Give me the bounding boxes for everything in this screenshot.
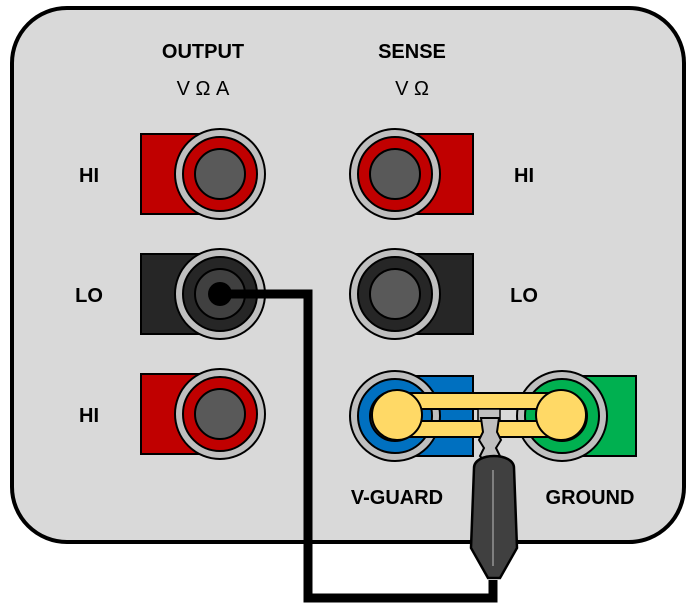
hi-terminal-bottom[interactable] — [140, 368, 266, 460]
label-vguard: V-GUARD — [351, 487, 443, 509]
test-lead-wire — [220, 289, 498, 603]
label-left-hi-bottom: HI — [79, 405, 99, 427]
front-panel — [10, 6, 686, 544]
alligator-clip[interactable] — [469, 417, 519, 580]
label-left-lo: LO — [75, 285, 103, 307]
output-units: V Ω A — [177, 78, 230, 100]
sense-lo-terminal[interactable] — [349, 248, 474, 340]
output-title: OUTPUT — [162, 41, 244, 63]
label-right-lo: LO — [510, 285, 538, 307]
label-right-hi: HI — [514, 165, 534, 187]
sense-units: V Ω — [395, 78, 429, 100]
label-ground: GROUND — [546, 487, 635, 509]
label-left-hi-top: HI — [79, 165, 99, 187]
sense-hi-terminal[interactable] — [349, 128, 474, 220]
shorting-bar[interactable] — [371, 389, 587, 441]
sense-title: SENSE — [378, 41, 446, 63]
output-hi-terminal[interactable] — [140, 128, 266, 220]
